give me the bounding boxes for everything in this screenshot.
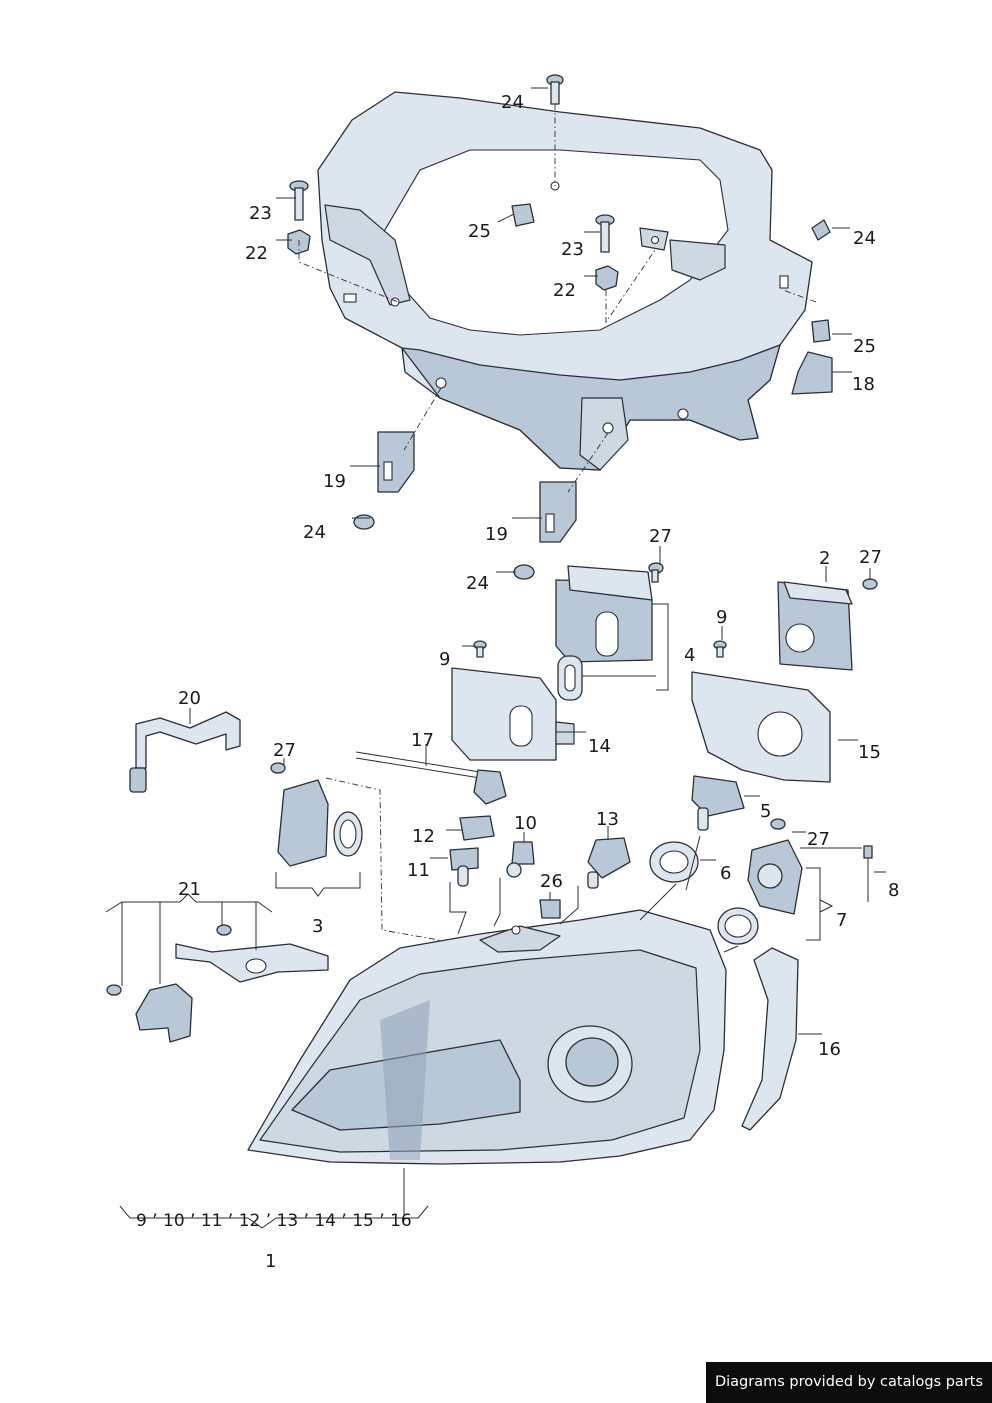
label-23: 23 <box>561 239 584 260</box>
label-14: 14 <box>588 736 611 757</box>
bolt-23-left <box>289 180 309 221</box>
bolt-23-center <box>595 214 615 253</box>
gas-discharge-bulb-5 <box>691 775 745 831</box>
label-11: 11 <box>407 860 430 881</box>
nut-22-center <box>595 265 619 291</box>
control-unit-2 <box>777 581 853 671</box>
label-22: 22 <box>553 280 576 301</box>
label-16: 16 <box>818 1039 841 1060</box>
bolt-27-unit-2 <box>862 578 878 590</box>
bulb-10 <box>506 841 535 878</box>
cable-20 <box>129 711 241 793</box>
housing-cover-15 <box>691 671 831 783</box>
bulb-11 <box>449 847 479 887</box>
bracket-18 <box>791 351 833 395</box>
label-18: 18 <box>852 374 875 395</box>
label-20: 20 <box>178 688 201 709</box>
label-5: 5 <box>760 801 771 822</box>
label-27: 27 <box>807 829 830 850</box>
bolt-21-b <box>216 924 232 936</box>
headlight-assembly-1 <box>247 909 727 1165</box>
clip-nut-25-center <box>511 203 535 227</box>
lock-ring-6 <box>649 841 699 883</box>
bolt-21-a <box>106 984 122 996</box>
label-12: 12 <box>412 826 435 847</box>
seal-ring-7 <box>717 907 759 945</box>
label-27: 27 <box>273 740 296 761</box>
label-15: 15 <box>858 742 881 763</box>
label-19: 19 <box>323 471 346 492</box>
label-23: 23 <box>249 203 272 224</box>
label-9: 9 <box>716 607 727 628</box>
label-13: 13 <box>596 809 619 830</box>
label-7: 7 <box>836 910 847 931</box>
label-4: 4 <box>684 645 695 666</box>
label-10: 10 <box>514 813 537 834</box>
label-25: 25 <box>853 336 876 357</box>
headlight-carrier-bracket <box>317 91 813 471</box>
label-27: 27 <box>859 547 882 568</box>
label-8: 8 <box>888 880 899 901</box>
leader-lines <box>105 87 886 1229</box>
part-labels: 24 23 22 25 23 22 24 25 18 19 24 19 24 2… <box>136 92 899 1272</box>
connector-8 <box>863 845 873 902</box>
label-kit-list: 9 ’ 10 ’ 11 ’ 12 ’ 13 ’ 14 ’ 15 ’ 16 <box>136 1211 412 1231</box>
bolt-27-left <box>270 762 286 774</box>
bolt-9-left <box>473 640 487 658</box>
bracket-19-left <box>377 431 415 493</box>
bolt-27-igniter <box>770 818 786 830</box>
label-19: 19 <box>485 524 508 545</box>
bolt-9-right <box>713 640 727 658</box>
label-26: 26 <box>540 871 563 892</box>
label-25: 25 <box>468 221 491 242</box>
adapter-plate-14 <box>451 667 575 761</box>
control-unit-4 <box>555 565 653 663</box>
label-1: 1 <box>265 1251 276 1272</box>
label-3: 3 <box>312 916 323 937</box>
trim-strip-16 <box>741 947 799 1131</box>
gasket-4 <box>557 655 583 701</box>
label-24: 24 <box>501 92 524 113</box>
label-21: 21 <box>178 879 201 900</box>
label-24: 24 <box>466 573 489 594</box>
clip-nut-25-right <box>811 319 831 343</box>
bracket-21 <box>135 943 329 1043</box>
wiring-harness-17 <box>355 751 507 805</box>
label-27: 27 <box>649 526 672 547</box>
label-9: 9 <box>439 649 450 670</box>
credit-banner: Diagrams provided by catalogs parts <box>706 1362 992 1403</box>
bolt-24-lower-left <box>353 514 375 530</box>
bolt-24-lower-center <box>513 564 535 580</box>
bulb-holder-12 <box>459 815 495 841</box>
label-22: 22 <box>245 243 268 264</box>
label-24: 24 <box>303 522 326 543</box>
control-unit-3 <box>277 779 363 867</box>
label-24: 24 <box>853 228 876 249</box>
label-17: 17 <box>411 730 434 751</box>
cap-26 <box>539 899 561 919</box>
label-2: 2 <box>819 548 830 569</box>
bolt-27-module <box>648 562 664 583</box>
label-6: 6 <box>720 863 731 884</box>
bolt-24-right <box>811 219 831 241</box>
bulb-13 <box>587 837 631 889</box>
bolt-24-top <box>546 74 564 105</box>
igniter-7 <box>747 839 803 915</box>
bracket-19-center <box>539 481 577 543</box>
